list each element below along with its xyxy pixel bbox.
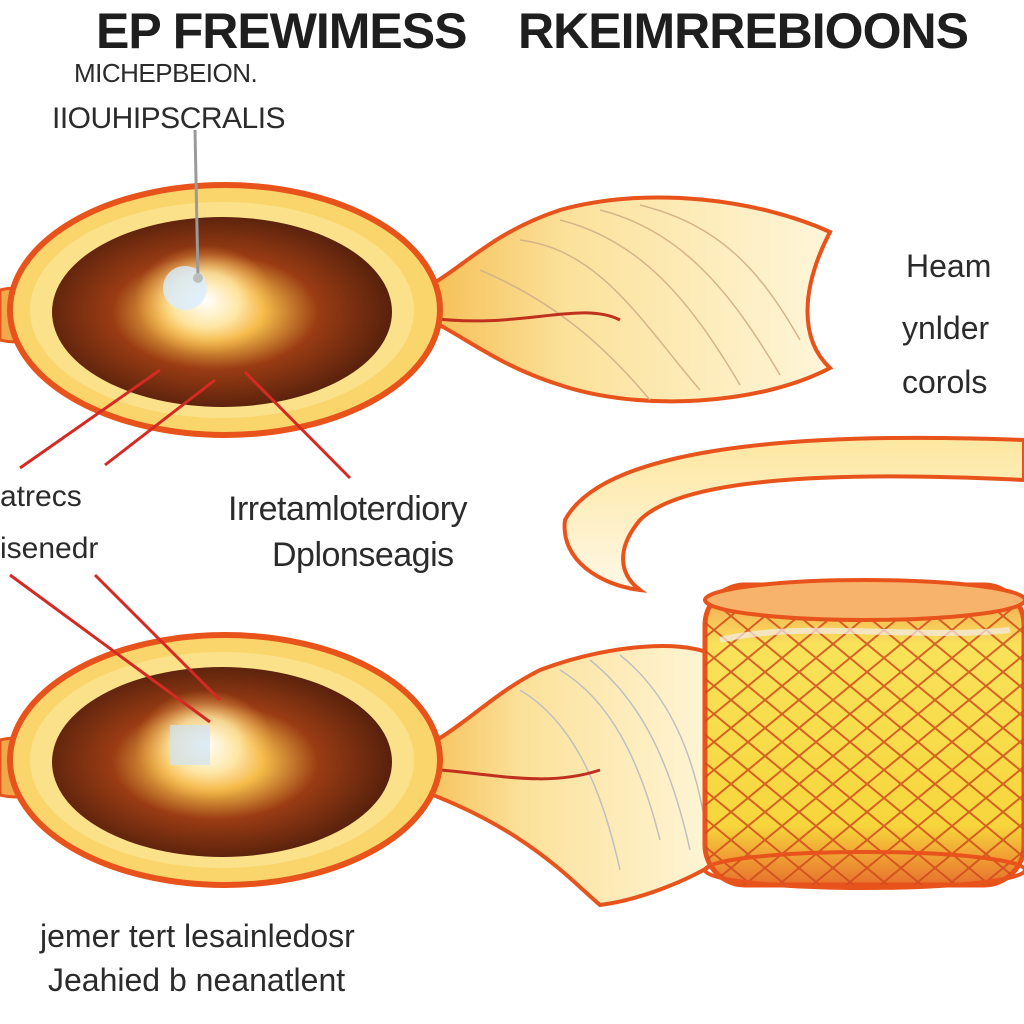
bottom-eye-shape xyxy=(0,632,722,908)
left-label-line-1: atrecs xyxy=(0,480,82,513)
title-right: RKEIMRREBIOONS xyxy=(518,3,969,59)
mesh-cylinder xyxy=(702,578,1024,890)
left-label-line-2: isenedr xyxy=(0,532,99,565)
right-label-line-3: corols xyxy=(902,364,988,400)
right-label-line-2: ynlder xyxy=(902,310,990,346)
pointer-line-5 xyxy=(93,573,222,702)
pointer-line-2 xyxy=(104,378,216,467)
middle-label-line-2: Dplonseagis xyxy=(272,536,454,574)
top-label-line-1: MICHEPBEION. xyxy=(74,58,258,88)
right-label-line-1: Heam xyxy=(906,248,992,284)
title-left: EP FREWIMESS xyxy=(96,3,467,59)
middle-label-line-1: Irretamloterdiory xyxy=(228,490,468,528)
top-label-line-2: IIOUHIPSCRALIS xyxy=(52,102,286,135)
pointer-top-label xyxy=(193,129,200,279)
pointer-lines xyxy=(9,129,352,724)
pointer-line-1 xyxy=(19,368,161,470)
pointer-line-4 xyxy=(9,573,211,724)
pointer-line-3 xyxy=(243,370,352,480)
top-eye-shape xyxy=(0,182,834,438)
mid-band xyxy=(562,435,1024,593)
bottom-label-line-1: jemer tert lesainledosr xyxy=(40,918,355,954)
bottom-label-line-2: Jeahied b neanatlent xyxy=(48,962,346,998)
